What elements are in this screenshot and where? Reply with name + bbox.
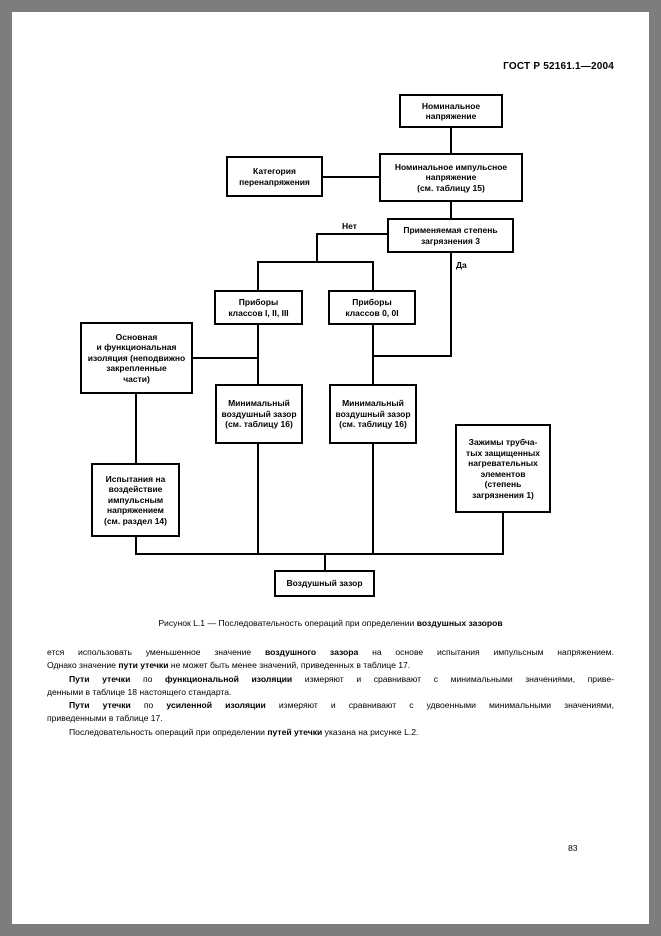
flow-box-label: Категория перенапряжения (239, 166, 310, 187)
flowchart-connector (450, 202, 452, 218)
flowchart-connector (450, 128, 452, 153)
figure-l1-flowchart: Нет Да Номинальное напряжение Категория … (12, 12, 649, 632)
flow-box-pollution-degree: Применяемая степень загрязнения 3 (387, 218, 514, 253)
branch-label-no: Нет (342, 221, 357, 231)
flow-box-label: Номинальное напряжение (421, 100, 481, 122)
figure-caption-bold-text: воздушных зазоров (416, 618, 503, 628)
flowchart-connector (135, 394, 137, 463)
flowchart-connector (502, 513, 504, 555)
flowchart-connector (257, 261, 374, 263)
flowchart-connector-yes-branch (450, 253, 452, 357)
flow-box-label: Применяемая степень загрязнения 3 (403, 225, 498, 246)
flow-box-label: Испытания на воздействие импульсным напр… (104, 473, 167, 526)
flowchart-connector (257, 444, 259, 555)
standard-number-header: ГОСТ Р 52161.1—2004 (503, 61, 614, 72)
flowchart-connector (372, 261, 374, 290)
flowchart-connector (316, 233, 318, 263)
flow-box-min-clearance-right: Минимальный воздушный зазор (см. таблицу… (329, 384, 417, 444)
body-text-line: Пути утечки по усиленной изоляции измеря… (69, 700, 614, 711)
flow-box-tubular-terminals: Зажимы трубча- тых защищенных нагревател… (455, 424, 551, 513)
page-number: 83 (568, 843, 578, 853)
flow-box-label: Воздушный зазор (286, 578, 363, 589)
flowchart-connector (372, 355, 452, 357)
flow-box-label: Зажимы трубча- тых защищенных нагревател… (466, 437, 540, 500)
flowchart-connector-no-branch (316, 233, 387, 235)
flow-box-impulse-test: Испытания на воздействие импульсным напр… (91, 463, 180, 537)
body-text-line: Однако значение пути утечки не может быт… (47, 660, 411, 671)
flowchart-connector (372, 325, 374, 384)
body-text-line: денными в таблице 18 настоящего стандарт… (47, 686, 232, 697)
figure-caption-text: Рисунок L.1 — Последовательность операци… (158, 618, 417, 628)
figure-caption: Рисунок L.1 — Последовательность операци… (47, 618, 614, 628)
flowchart-connector (324, 553, 326, 570)
flowchart-connector (135, 537, 137, 555)
flow-box-overvoltage-category: Категория перенапряжения (226, 156, 323, 197)
flow-box-label: Приборы классов 0, 0I (345, 297, 399, 318)
flow-box-label: Минимальный воздушный зазор (см. таблицу… (221, 398, 297, 430)
body-text-line: Последовательность операций при определе… (69, 726, 419, 737)
flow-box-min-clearance-left: Минимальный воздушный зазор (см. таблицу… (215, 384, 303, 444)
branch-label-yes: Да (456, 260, 467, 270)
flowchart-connector (257, 325, 259, 384)
flow-box-impulse-voltage: Номинальное импульсное напряжение (см. т… (379, 153, 523, 202)
flowchart-connector (372, 444, 374, 555)
body-text-line: Пути утечки по функциональной изоляции и… (69, 673, 614, 684)
flow-box-basic-insulation: Основная и функциональная изоляция (непо… (80, 322, 193, 394)
flowchart-connector (323, 176, 379, 178)
flow-box-label: Основная и функциональная изоляция (непо… (87, 331, 186, 384)
flow-box-label: Приборы классов I, II, III (228, 297, 289, 318)
flowchart-connector (257, 261, 259, 290)
flow-box-label: Минимальный воздушный зазор (см. таблицу… (335, 398, 411, 430)
flow-box-label: Номинальное импульсное напряжение (см. т… (394, 161, 508, 193)
flowchart-connector (193, 357, 259, 359)
body-text-block: ется использовать уменьшенное значение в… (47, 646, 614, 739)
flow-box-nominal-voltage: Номинальное напряжение (399, 94, 503, 128)
flow-box-appliances-class-0-0i: Приборы классов 0, 0I (328, 290, 416, 325)
flow-box-clearance-result: Воздушный зазор (274, 570, 375, 597)
body-text-line: ется использовать уменьшенное значение в… (47, 647, 614, 657)
body-text-line: приведенными в таблице 17. (47, 713, 163, 724)
flowchart-connector (135, 553, 504, 555)
document-page: ГОСТ Р 52161.1—2004 Нет Да Номинальное н… (12, 12, 649, 924)
flow-box-appliances-class-i-ii-iii: Приборы классов I, II, III (214, 290, 303, 325)
